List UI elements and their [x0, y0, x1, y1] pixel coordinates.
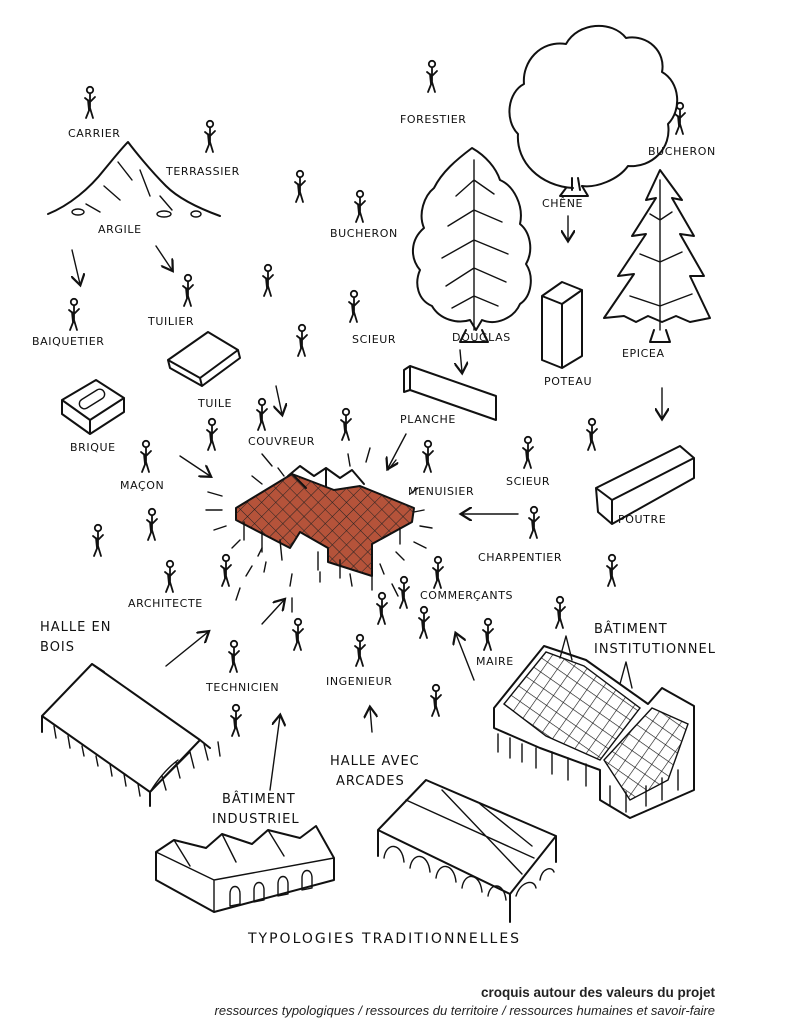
plank: [403, 365, 497, 421]
person-icon: [348, 289, 360, 323]
person-icon: [340, 407, 352, 441]
person-icon: [296, 323, 308, 357]
person-icon: [206, 417, 218, 451]
person-icon: [68, 297, 80, 331]
oak-tree: [508, 25, 679, 197]
person-icon: [228, 639, 240, 673]
person-icon: [426, 59, 438, 93]
person-icon: [204, 119, 216, 153]
label-halle-arcades-line1: HALLE AVEC: [330, 754, 420, 769]
person-icon: [354, 633, 366, 667]
timber-hall-sketch: [41, 663, 221, 807]
label-architecte: ARCHITECTE: [128, 597, 203, 610]
person-icon: [262, 263, 274, 297]
label-scieur-1: SCIEUR: [352, 333, 397, 346]
label-commercants: COMMERÇANTS: [420, 589, 514, 602]
label-forestier: FORESTIER: [400, 113, 467, 126]
label-chene: CHÊNE: [542, 197, 584, 210]
person-icon: [432, 555, 444, 589]
label-couvreur: COUVREUR: [248, 435, 316, 448]
industrial-building-sketch: [155, 825, 335, 913]
label-bat-industriel-line1: BÂTIMENT: [222, 792, 296, 807]
label-bucheron-top: BUCHERON: [648, 145, 716, 158]
douglas-tree: [412, 147, 532, 343]
roof-tile: [167, 331, 241, 387]
person-icon: [182, 273, 194, 307]
label-charpentier: CHARPENTIER: [478, 551, 563, 564]
arcade-hall-sketch: [377, 779, 557, 923]
label-maire: MAIRE: [476, 655, 514, 668]
flow-arrows: [72, 215, 662, 791]
caption-subtitle: ressources typologiques / ressources du …: [214, 1003, 715, 1018]
label-carrier: CARRIER: [68, 127, 121, 140]
person-icon: [528, 505, 540, 539]
post-beam: [541, 281, 583, 369]
label-epicea: EPICEA: [622, 347, 665, 360]
person-icon: [418, 605, 430, 639]
label-tuilier: TUILIER: [148, 315, 195, 328]
label-planche: PLANCHE: [400, 413, 456, 426]
label-poutre: POUTRE: [618, 513, 667, 526]
label-typologies: TYPOLOGIES TRADITIONNELLES: [248, 931, 522, 947]
person-icon: [256, 397, 268, 431]
person-icon: [674, 101, 686, 135]
person-icon: [398, 575, 410, 609]
label-terrassier: TERRASSIER: [166, 165, 240, 178]
label-ingenieur: INGENIEUR: [326, 675, 393, 688]
caption-title: croquis autour des valeurs du projet: [480, 985, 715, 1000]
person-icon: [146, 507, 158, 541]
label-halle-bois-line1: HALLE EN: [40, 620, 112, 635]
institutional-building-sketch: [493, 635, 695, 819]
label-bucheron-mid: BUCHERON: [330, 227, 398, 240]
label-menuisier: MENUISIER: [408, 485, 475, 498]
people-figures: [68, 59, 686, 737]
central-project-building: [235, 465, 415, 591]
label-bat-institutionnel-line2: INSTITUTIONNEL: [594, 642, 716, 657]
person-icon: [376, 591, 388, 625]
label-halle-bois-line2: BOIS: [40, 640, 76, 655]
person-icon: [140, 439, 152, 473]
person-icon: [294, 169, 306, 203]
person-icon: [522, 435, 534, 469]
person-icon: [354, 189, 366, 223]
person-icon: [422, 439, 434, 473]
person-icon: [430, 683, 442, 717]
label-tuile: TUILE: [198, 397, 233, 410]
label-bat-institutionnel-line1: BÂTIMENT: [594, 622, 668, 637]
clay-pile: [47, 141, 221, 218]
label-halle-arcades-line2: ARCADES: [336, 774, 405, 789]
person-icon: [164, 559, 176, 593]
person-icon: [292, 617, 304, 651]
person-icon: [482, 617, 494, 651]
spruce-tree: [603, 169, 711, 343]
label-bat-industriel-line2: INDUSTRIEL: [212, 812, 300, 827]
label-scieur-2: SCIEUR: [506, 475, 551, 488]
label-technicien: TECHNICIEN: [206, 681, 280, 694]
person-icon: [92, 523, 104, 557]
label-poteau: POTEAU: [544, 375, 593, 388]
label-baiquetier: BAIQUETIER: [32, 335, 105, 348]
person-icon: [554, 595, 566, 629]
label-macon: MAÇON: [120, 479, 165, 492]
label-douglas: DOUGLAS: [452, 331, 511, 344]
label-argile: ARGILE: [98, 223, 142, 236]
beam: [595, 445, 695, 525]
person-icon: [84, 85, 96, 119]
person-icon: [586, 417, 598, 451]
person-icon: [220, 553, 232, 587]
person-icon: [606, 553, 618, 587]
label-brique: BRIQUE: [70, 441, 116, 454]
person-icon: [230, 703, 242, 737]
brick: [61, 379, 125, 435]
